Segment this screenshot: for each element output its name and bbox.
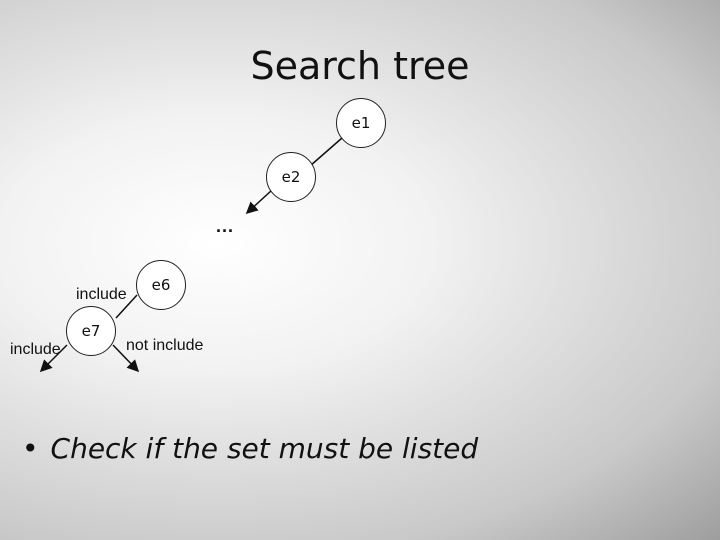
bullet-point: • Check if the set must be listed	[22, 432, 478, 465]
edge-e1-e2	[309, 137, 343, 167]
tree-node-e6: e6	[136, 260, 186, 310]
bullet-icon: •	[22, 432, 39, 465]
tree-node-e2: e2	[266, 152, 316, 202]
edge-e6-e7	[115, 294, 138, 319]
ellipsis-label: ...	[216, 216, 235, 236]
bullet-text: Check if the set must be listed	[50, 432, 479, 465]
not-include-label: not include	[126, 337, 204, 354]
slide-title: Search tree	[250, 44, 470, 88]
tree-node-e7: e7	[66, 306, 116, 356]
edge-e7-include	[39, 344, 68, 373]
edge-e2-down	[245, 189, 273, 215]
edge-e7-not-include	[112, 344, 140, 373]
tree-node-e1: e1	[336, 98, 386, 148]
include-label-upper: include	[76, 286, 127, 303]
include-label-lower: include	[10, 341, 61, 358]
